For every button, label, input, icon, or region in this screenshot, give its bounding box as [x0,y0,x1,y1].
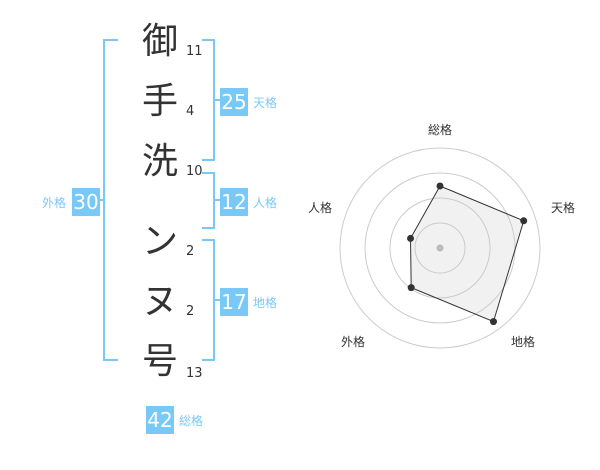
radar-axis-label-tenkaku: 天格 [550,201,575,215]
stroke-count-4: 2 [186,244,195,259]
radar-point-5 [407,234,415,242]
radar-axis-label-gaikaku: 外格 [340,335,365,349]
gaikaku-value: 30 [72,188,100,216]
name-char-2: 手 [141,81,178,122]
stroke-count-5: 2 [186,304,195,319]
radar-ring-3 [364,172,516,324]
tenkaku-value: 25 [220,88,248,116]
radar-center-dot [436,244,444,252]
name-char-1: 御 [141,21,178,62]
jinkaku-value: 12 [220,188,248,216]
gaikaku-label: 外格 [42,196,67,210]
radar-axis-label-jinkaku: 人格 [307,201,332,215]
stroke-count-1: 11 [186,44,203,59]
radar-ring-2 [389,197,491,299]
tenkaku-label: 天格 [253,96,278,110]
radar-point-1 [436,182,444,190]
radar-axis-label-chikaku: 地格 [510,335,535,349]
radar-point-4 [407,284,415,292]
radar-axis-label-soukaku: 総格 [427,123,452,137]
chikaku-value: 17 [220,288,248,316]
chikaku-label: 地格 [253,296,278,310]
radar-point-2 [520,217,528,225]
radar-point-3 [489,318,497,326]
name-char-6: 号 [141,341,178,382]
soukaku-label: 総格 [179,414,204,428]
radar-series-polygon [410,185,525,323]
name-char-4: ン [141,221,178,262]
jinkaku-label: 人格 [253,196,278,210]
soukaku-value: 42 [146,406,174,434]
stroke-count-6: 13 [186,366,203,381]
name-char-5: ヌ [141,281,178,322]
radar-ring-4 [339,147,541,349]
stroke-count-2: 4 [186,104,195,119]
radar-ring-1 [414,222,466,274]
stroke-count-3: 10 [186,164,203,179]
name-char-3: 洗 [141,141,178,182]
